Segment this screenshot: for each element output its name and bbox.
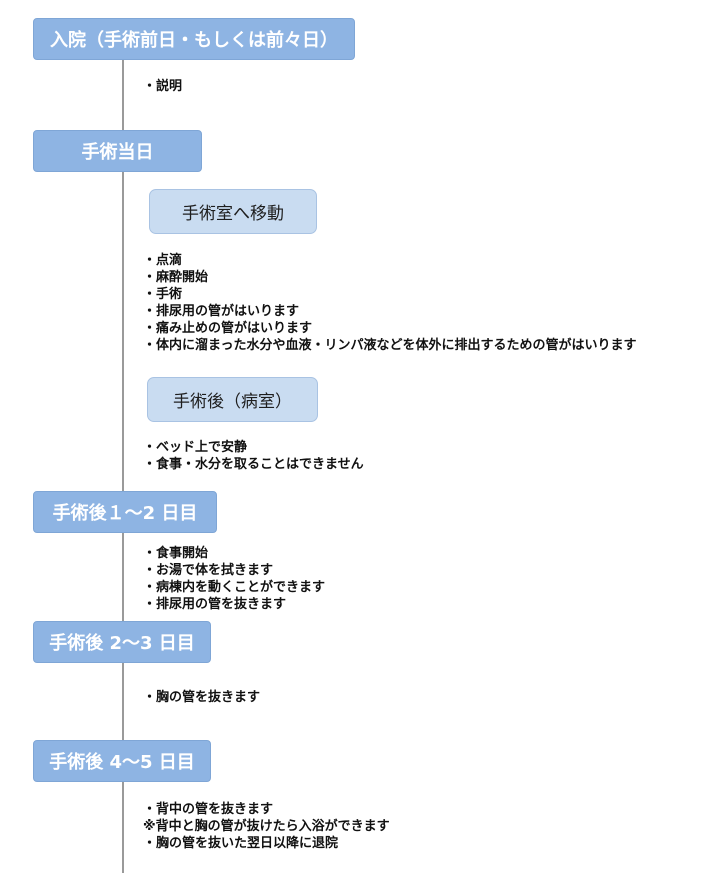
note-item: ・背中の管を抜きます — [143, 802, 274, 817]
stage-surgery-day: 手術当日 — [33, 130, 202, 172]
timeline-line — [122, 40, 124, 873]
substage-post-op-ward: 手術後（病室） — [147, 377, 318, 422]
note-item: ・排尿用の管がはいります — [143, 304, 300, 319]
stage-post-op-day-4-5: 手術後 4～5 日目 — [33, 740, 211, 782]
note-item: ・手術 — [143, 287, 183, 302]
note-item: ・胸の管を抜きます — [143, 690, 261, 705]
note-item: ・説明 — [143, 79, 183, 94]
note-item: ・食事・水分を取ることはできません — [143, 457, 364, 472]
note-item: ・体内に溜まった水分や血液・リンパ液などを体外に排出するための管がはいります — [143, 338, 637, 353]
stage-admission: 入院（手術前日・もしくは前々日） — [33, 18, 355, 60]
notes-post-op-day-4-5: ・背中の管を抜きます ※背中と胸の管が抜けたら入浴ができます ・胸の管を抜いた翌… — [143, 801, 390, 852]
stage-post-op-day-2-3: 手術後 2～3 日目 — [33, 621, 211, 663]
note-item: ・食事開始 — [143, 546, 209, 561]
note-item: ・痛み止めの管がはいります — [143, 321, 313, 336]
note-item: ・ベッド上で安静 — [143, 440, 248, 455]
note-item: ・排尿用の管を抜きます — [143, 597, 287, 612]
note-item: ・胸の管を抜いた翌日以降に退院 — [143, 836, 339, 851]
note-item: ※背中と胸の管が抜けたら入浴ができます — [143, 819, 390, 834]
note-item: ・お湯で体を拭きます — [143, 563, 274, 578]
note-item: ・麻酔開始 — [143, 270, 209, 285]
note-item: ・点滴 — [143, 253, 183, 268]
note-item: ・病棟内を動くことができます — [143, 580, 326, 595]
stage-post-op-day-1-2: 手術後１～2 日目 — [33, 491, 217, 533]
notes-post-op-day-2-3: ・胸の管を抜きます — [143, 689, 260, 706]
notes-admission: ・説明 — [143, 78, 182, 95]
notes-move-to-or: ・点滴 ・麻酔開始 ・手術 ・排尿用の管がはいります ・痛み止めの管がはいります… — [143, 252, 636, 354]
substage-move-to-or: 手術室へ移動 — [149, 189, 317, 234]
notes-post-op-day-1-2: ・食事開始 ・お湯で体を拭きます ・病棟内を動くことができます ・排尿用の管を抜… — [143, 545, 325, 613]
notes-post-op-ward: ・ベッド上で安静 ・食事・水分を取ることはできません — [143, 439, 364, 473]
